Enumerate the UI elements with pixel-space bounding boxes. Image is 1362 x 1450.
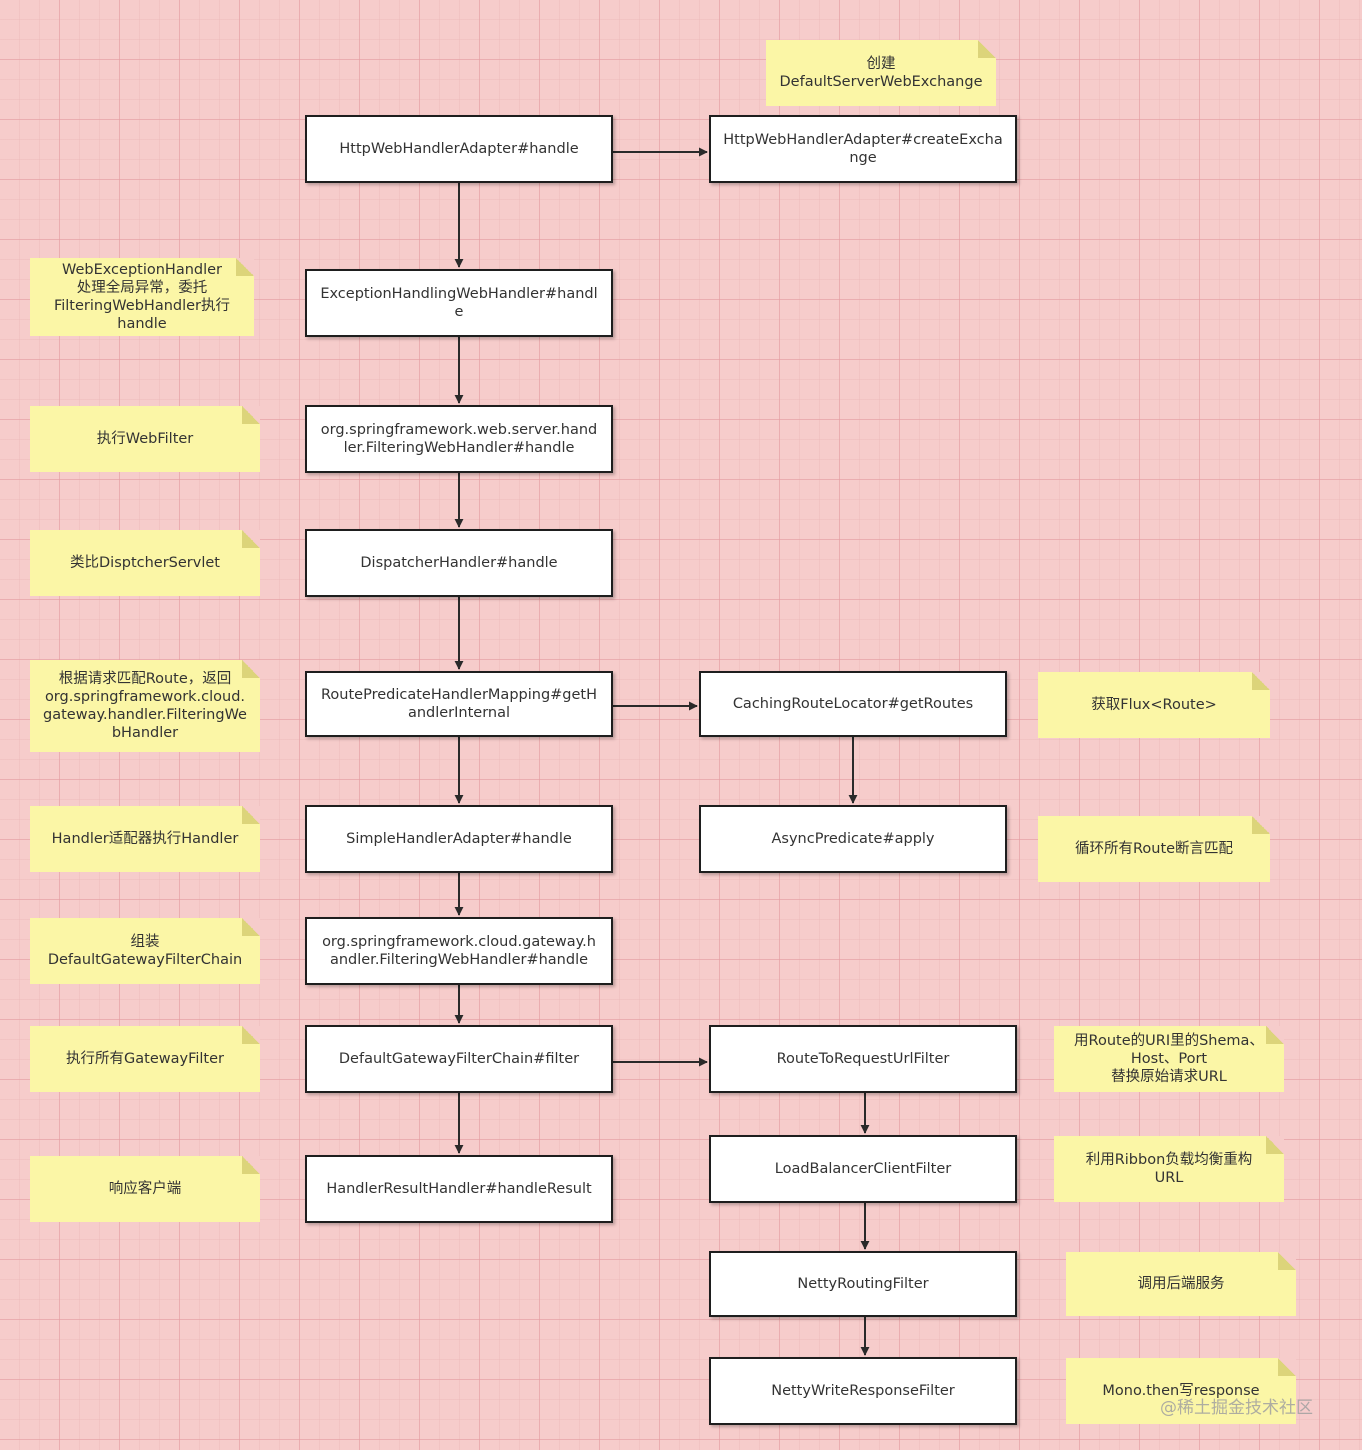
note-text: 执行WebFilter	[96, 431, 194, 447]
box-route-to-request-url-filter[interactable]: RouteToRequestUrlFilter	[709, 1025, 1017, 1093]
note-route-predicate: 根据请求匹配Route，返回 org.springframework.cloud…	[30, 660, 260, 752]
note-text: 调用后端服务	[1137, 1276, 1225, 1292]
note-replace-url: 用Route的URI里的Shema、 Host、Port 替换原始请求URL	[1054, 1026, 1284, 1092]
box-netty-write-response-filter[interactable]: NettyWriteResponseFilter	[709, 1357, 1017, 1425]
note-fold-icon	[242, 1026, 260, 1044]
note-fold-icon	[1278, 1252, 1296, 1270]
note-dispatcher: 类比DisptcherServlet	[30, 530, 260, 596]
note-text: WebExceptionHandler 处理全局异常，委托 FilteringW…	[53, 262, 231, 332]
note-ribbon: 利用Ribbon负载均衡重构 URL	[1054, 1136, 1284, 1202]
note-fold-icon	[242, 530, 260, 548]
box-filtering-web-handler[interactable]: org.springframework.web.server.handler.F…	[305, 405, 613, 473]
note-fold-icon	[236, 258, 254, 276]
note-text: 根据请求匹配Route，返回 org.springframework.cloud…	[43, 671, 247, 741]
box-simple-handler-adapter[interactable]: SimpleHandlerAdapter#handle	[305, 805, 613, 873]
box-create-exchange[interactable]: HttpWebHandlerAdapter#createExchange	[709, 115, 1017, 183]
box-exception-handling-web-handler[interactable]: ExceptionHandlingWebHandler#handle	[305, 269, 613, 337]
note-text: 执行所有GatewayFilter	[66, 1051, 224, 1067]
note-mono-then: Mono.then写response	[1066, 1358, 1296, 1424]
box-default-gateway-filter-chain[interactable]: DefaultGatewayFilterChain#filter	[305, 1025, 613, 1093]
box-dispatcher-handler[interactable]: DispatcherHandler#handle	[305, 529, 613, 597]
note-text: 组装 DefaultGatewayFilterChain	[47, 934, 243, 968]
note-text: 响应客户端	[108, 1181, 182, 1197]
box-caching-route-locator[interactable]: CachingRouteLocator#getRoutes	[699, 671, 1007, 737]
box-load-balancer-client-filter[interactable]: LoadBalancerClientFilter	[709, 1135, 1017, 1203]
note-text: Handler适配器执行Handler	[51, 831, 239, 847]
note-respond-client: 响应客户端	[30, 1156, 260, 1222]
note-fold-icon	[242, 806, 260, 824]
note-web-filter: 执行WebFilter	[30, 406, 260, 472]
note-handler-adapter: Handler适配器执行Handler	[30, 806, 260, 872]
note-text: 用Route的URI里的Shema、 Host、Port 替换原始请求URL	[1074, 1033, 1264, 1085]
box-async-predicate[interactable]: AsyncPredicate#apply	[699, 805, 1007, 873]
note-fold-icon	[1252, 816, 1270, 834]
note-exception: WebExceptionHandler 处理全局异常，委托 FilteringW…	[30, 258, 254, 336]
note-fold-icon	[242, 660, 260, 678]
box-netty-routing-filter[interactable]: NettyRoutingFilter	[709, 1251, 1017, 1317]
note-text: Mono.then写response	[1102, 1383, 1260, 1399]
watermark: @稀土掘金技术社区	[1160, 1398, 1313, 1418]
note-gateway-filter: 执行所有GatewayFilter	[30, 1026, 260, 1092]
note-fold-icon	[1266, 1026, 1284, 1044]
box-gateway-filtering-web-handler[interactable]: org.springframework.cloud.gateway.handle…	[305, 917, 613, 985]
note-assemble-chain: 组装 DefaultGatewayFilterChain	[30, 918, 260, 984]
box-handler-result-handler[interactable]: HandlerResultHandler#handleResult	[305, 1155, 613, 1223]
note-call-backend: 调用后端服务	[1066, 1252, 1296, 1316]
box-http-web-handler-adapter-handle[interactable]: HttpWebHandlerAdapter#handle	[305, 115, 613, 183]
note-text: 利用Ribbon负载均衡重构 URL	[1085, 1152, 1253, 1186]
note-flux-route: 获取Flux<Route>	[1038, 672, 1270, 738]
note-text: 循环所有Route断言匹配	[1074, 841, 1234, 857]
note-text: 获取Flux<Route>	[1091, 697, 1217, 713]
note-fold-icon	[242, 406, 260, 424]
note-fold-icon	[978, 40, 996, 58]
note-text: 类比DisptcherServlet	[70, 555, 220, 571]
note-fold-icon	[1252, 672, 1270, 690]
note-create-exchange: 创建 DefaultServerWebExchange	[766, 40, 996, 106]
note-fold-icon	[1266, 1136, 1284, 1154]
note-fold-icon	[242, 1156, 260, 1174]
note-fold-icon	[1278, 1358, 1296, 1376]
note-route-assert: 循环所有Route断言匹配	[1038, 816, 1270, 882]
note-fold-icon	[242, 918, 260, 936]
note-text: 创建 DefaultServerWebExchange	[779, 56, 983, 90]
box-route-predicate-handler-mapping[interactable]: RoutePredicateHandlerMapping#getHandlerI…	[305, 671, 613, 737]
